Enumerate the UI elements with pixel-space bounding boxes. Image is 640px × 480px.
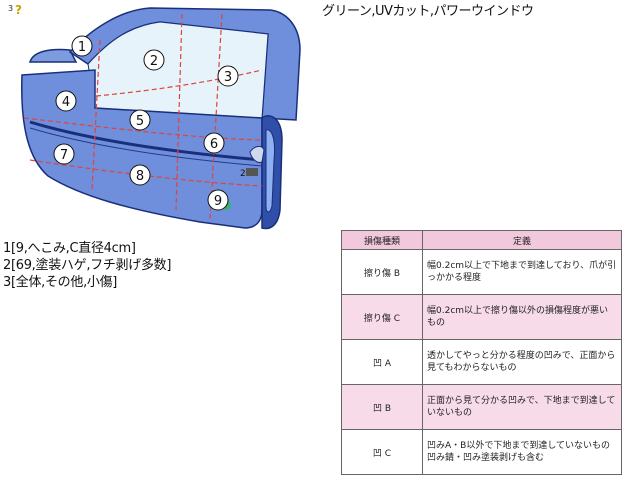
hinge-mark xyxy=(246,168,258,176)
vehicle-features-title: グリーン,UVカット,パワーウインドウ xyxy=(322,4,534,19)
zone-label-2: 2 xyxy=(150,54,158,69)
zone-label-8: 8 xyxy=(136,169,144,184)
zone-label-7: 7 xyxy=(60,148,68,163)
legend-definition: 凹みA・B以外で下地まで到達していないもの 凹み錆・凹み塗装剥げも含む xyxy=(422,429,622,475)
zone-divider-1 xyxy=(91,39,101,191)
damage-note-3: 3[全体,その他,小傷] xyxy=(3,275,118,290)
zone-marker-8: 8 xyxy=(129,164,151,186)
zone-label-5: 5 xyxy=(136,114,144,129)
zone-divider-h1 xyxy=(23,117,263,141)
zone-label-9: 9 xyxy=(214,194,222,209)
legend-definition: 幅0.2cm以上で擦り傷以外の損傷程度が悪いもの xyxy=(422,294,622,340)
zone-divider-3 xyxy=(209,13,223,221)
side-mark: 2 xyxy=(240,169,246,179)
legend-definition: 透かしてやっと分かる程度の凹みで、正面から見てもわからないもの xyxy=(422,339,622,385)
legend-header-definition: 定義 xyxy=(422,230,622,250)
zone-label-4: 4 xyxy=(62,95,70,110)
diagram-number: 3 xyxy=(8,4,14,13)
legend-type: 凹 A xyxy=(341,339,423,385)
zone-marker-1: 1 xyxy=(71,35,93,57)
door-panel xyxy=(20,69,263,229)
damage-note-1: 1[9,へこみ,C直径4cm] xyxy=(3,241,136,256)
legend-row: 擦り傷 C 幅0.2cm以上で擦り傷以外の損傷程度が悪いもの xyxy=(341,294,622,340)
legend-definition: 正面から見て分かる凹みで、下地まで到達していないもの xyxy=(422,384,622,430)
zone-label-3: 3 xyxy=(224,70,232,85)
legend-row: 凹 A 透かしてやっと分かる程度の凹みで、正面から見てもわからないもの xyxy=(341,339,622,385)
zone-marker-9: 9 xyxy=(207,189,229,211)
zone-marker-7: 7 xyxy=(53,143,75,165)
zone-divider-h3 xyxy=(95,69,263,97)
zone-marker-5: 5 xyxy=(129,109,151,131)
damage-note-2: 2[69,塗装ハゲ,フチ剥げ多数] xyxy=(3,258,172,273)
zone-label-6: 6 xyxy=(210,137,218,152)
legend-type: 凹 C xyxy=(341,429,423,475)
door-diagram: 1 2 3 4 5 6 7 8 9 2 xyxy=(20,7,301,230)
zone-marker-6: 6 xyxy=(203,132,225,154)
help-icon[interactable]: ? xyxy=(15,3,22,17)
legend-row: 凹 C 凹みA・B以外で下地まで到達していないもの 凹み錆・凹み塗装剥げも含む xyxy=(341,429,622,475)
door-handle xyxy=(249,145,265,163)
legend-header-type: 損傷種類 xyxy=(341,230,423,250)
legend-type: 擦り傷 B xyxy=(341,249,423,295)
zone-marker-4: 4 xyxy=(55,90,77,112)
legend-type: 凹 B xyxy=(341,384,423,430)
legend-definition: 幅0.2cm以上で下地まで到達しており、爪が引っかかる程度 xyxy=(422,249,622,295)
zone-divider-2 xyxy=(175,13,183,211)
side-mirror xyxy=(28,48,78,63)
door-trim xyxy=(29,120,263,162)
damage-notes: 1[9,へこみ,C直径4cm] 2[69,塗装ハゲ,フチ剥げ多数] 3[全体,そ… xyxy=(3,240,171,291)
legend-row: 凹 B 正面から見て分かる凹みで、下地まで到達していないもの xyxy=(341,384,622,430)
zone-marker-2: 2 xyxy=(143,49,165,71)
legend-type: 擦り傷 C xyxy=(341,294,423,340)
legend-row: 擦り傷 B 幅0.2cm以上で下地まで到達しており、爪が引っかかる程度 xyxy=(341,249,622,295)
zone-label-1: 1 xyxy=(78,40,86,55)
damage-legend-table: 損傷種類 定義 擦り傷 B 幅0.2cm以上で下地まで到達しており、爪が引っかか… xyxy=(341,230,622,475)
zone-marker-3: 3 xyxy=(217,65,239,87)
